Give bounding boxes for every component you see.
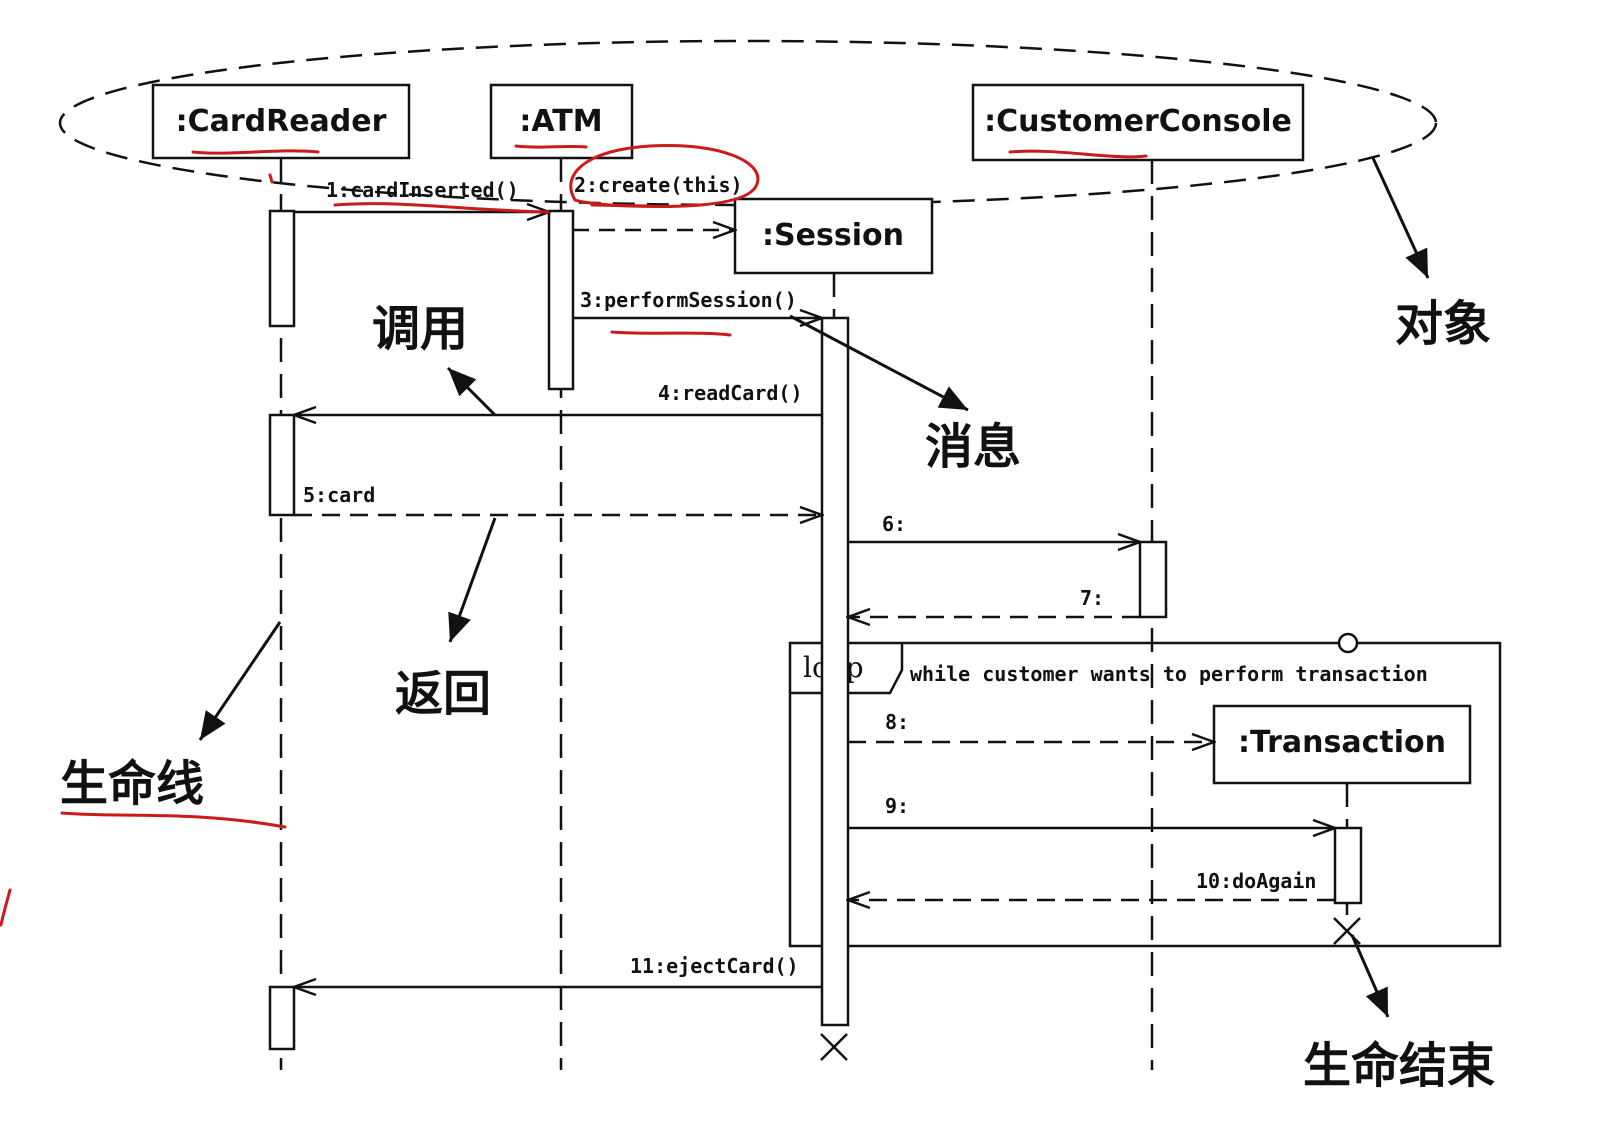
object-transaction-label: :Transaction [1238, 725, 1446, 760]
annotation-arrow-lifeline [198, 621, 282, 741]
destroy-transaction [1333, 917, 1361, 945]
object-cardreader-label: :CardReader [176, 104, 387, 139]
activation-atm [547, 209, 575, 391]
object-transaction: :Transaction [1212, 704, 1472, 785]
object-cardreader: :CardReader [151, 83, 411, 160]
activation-session [820, 316, 850, 1027]
object-customerconsole: :CustomerConsole [971, 83, 1305, 162]
annotation-end-of-life: 生命结束 [1303, 1038, 1495, 1094]
message-1-label: 1:cardInserted() [326, 178, 519, 202]
loop-guard: while customer wants to perform transact… [910, 662, 1428, 686]
objects-ellipse [58, 39, 1438, 207]
message-6-label: 6: [882, 512, 906, 536]
message-8-label: 8: [885, 710, 909, 734]
annotation-arrow-end-of-life [1350, 934, 1390, 1018]
annotation-arrow-call [446, 366, 497, 417]
destroy-session [820, 1033, 848, 1061]
message-9-label: 9: [885, 794, 909, 818]
activation-cardreader-1 [268, 209, 296, 328]
message-5-label: 5:card [303, 483, 375, 507]
object-session-label: :Session [762, 218, 904, 253]
message-10-label: 10:doAgain [1196, 869, 1316, 893]
activation-cardreader-2 [268, 413, 296, 517]
object-session: :Session [733, 197, 934, 275]
message-7-label: 7: [1080, 586, 1104, 610]
object-atm-label: :ATM [519, 104, 602, 139]
annotation-arrow-objects [1371, 157, 1430, 279]
message-11-label: 11:ejectCard() [630, 954, 799, 978]
annotation-return: 返回 [395, 666, 491, 722]
annotation-call: 调用 [372, 301, 468, 357]
message-4-label: 4:readCard() [658, 381, 803, 405]
object-customerconsole-label: :CustomerConsole [984, 104, 1292, 139]
handwriting-marks [0, 143, 1148, 927]
activation-customerconsole [1138, 540, 1168, 619]
message-3-label: 3:performSession() [580, 288, 797, 312]
annotation-objects: 对象 [1395, 296, 1491, 352]
annotation-arrow-message [789, 314, 969, 412]
annotation-message: 消息 [925, 419, 1021, 475]
annotation-lifeline: 生命线 [60, 756, 204, 812]
message-2-label: 2:create(this) [574, 173, 743, 197]
loop-guard-marker [1337, 632, 1359, 654]
activation-transaction [1333, 826, 1363, 905]
activation-cardreader-3 [268, 985, 296, 1051]
annotation-arrow-return [448, 517, 497, 643]
loop-frame: loop while customer wants to perform tra… [788, 632, 1502, 948]
